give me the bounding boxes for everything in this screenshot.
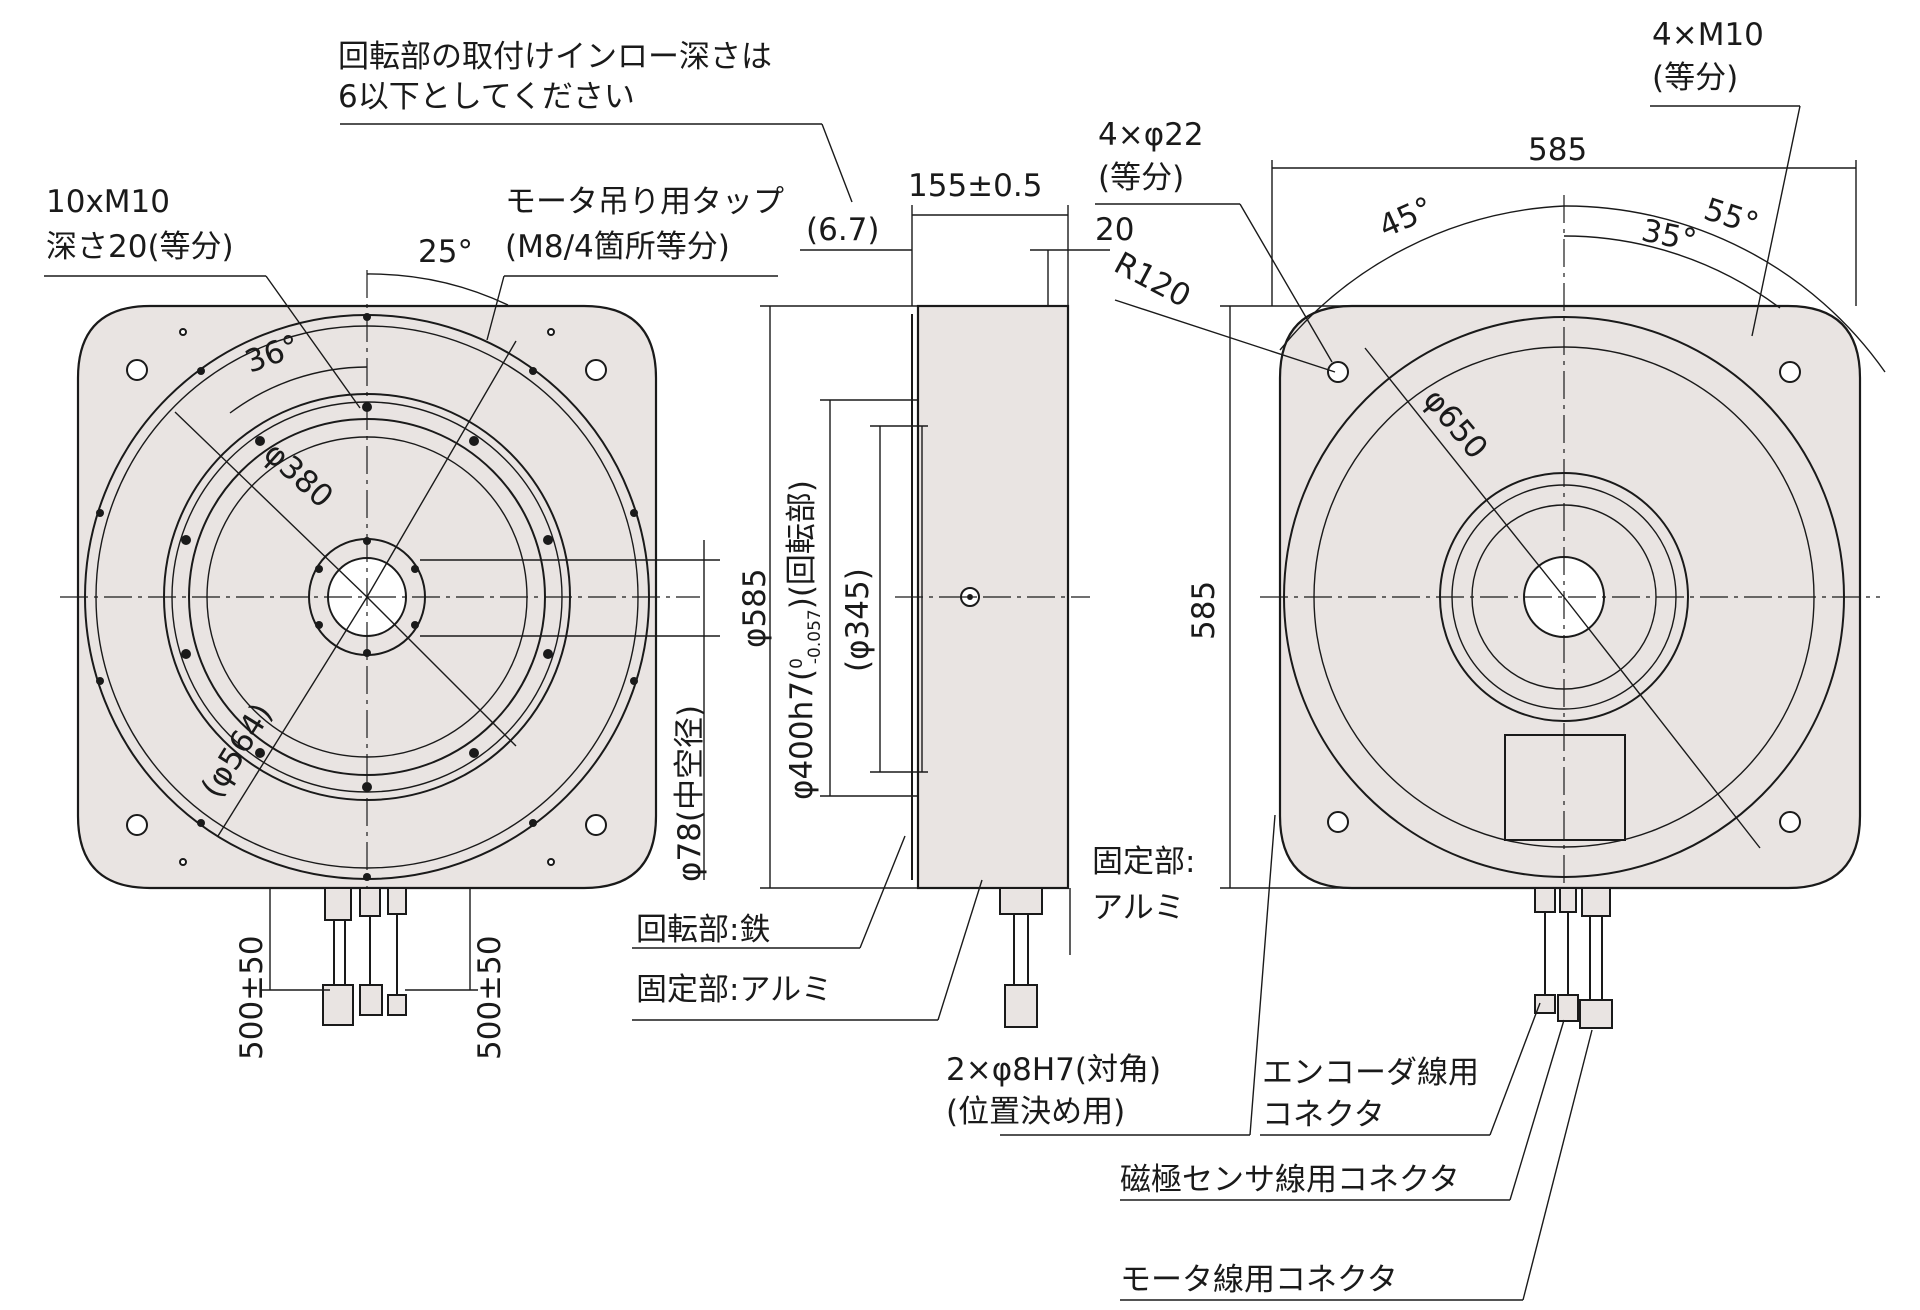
- dim-6-7: (6.7): [806, 212, 880, 248]
- front-view: [44, 270, 778, 1026]
- rear-view: [1000, 105, 1886, 1301]
- angle-25: 25°: [418, 234, 473, 270]
- inro-note-line1: 回転部の取付けインロー深さは: [338, 39, 772, 75]
- tap-note-line1: 10xM10: [46, 184, 170, 220]
- encoder-line1: エンコーダ線用: [1262, 1055, 1479, 1091]
- holes22-line1: 4×φ22: [1098, 117, 1204, 153]
- pin-note-line1: 2×φ8H7(対角): [946, 1052, 1161, 1088]
- dim-585-top: 585: [1528, 132, 1587, 168]
- inro-note-line2: 6以下としてください: [338, 79, 635, 115]
- dim-20: 20: [1095, 212, 1134, 248]
- lift-note-line2: (M8/4箇所等分): [505, 229, 730, 265]
- angle-35: 35°: [1638, 213, 1699, 260]
- cable-length-a: 500±50: [234, 935, 270, 1060]
- rot-material: 回転部:鉄: [636, 912, 770, 948]
- m10-line2: (等分): [1652, 60, 1738, 96]
- dia-345-vertical: (φ345): [840, 568, 876, 672]
- encoder-line2: コネクタ: [1262, 1097, 1385, 1133]
- tap-note-line2: 深さ20(等分): [46, 229, 234, 265]
- dia-585-vertical: φ585: [737, 568, 773, 648]
- radius-120: R120: [1108, 245, 1196, 315]
- cable-length-b: 500±50: [472, 935, 508, 1060]
- angle-55: 55°: [1700, 191, 1763, 242]
- dim-585-side: 585: [1186, 581, 1222, 640]
- fixed-material-2a: 固定部:: [1092, 844, 1195, 880]
- holes22-line2: (等分): [1098, 160, 1184, 196]
- dim-155: 155±0.5: [908, 168, 1042, 204]
- lift-note-line1: モータ吊り用タップ: [505, 184, 784, 220]
- dia-78-vertical: φ78(中空径): [672, 705, 708, 882]
- dia-400-vertical: φ400h7(0-0.057)(回転部): [784, 480, 825, 800]
- pin-note-line2: (位置決め用): [946, 1094, 1125, 1130]
- fixed-material-2b: アルミ: [1092, 890, 1185, 926]
- fixed-material-1: 固定部:アルミ: [636, 972, 832, 1008]
- motor-connector-label: モータ線用コネクタ: [1120, 1262, 1398, 1298]
- m10-line1: 4×M10: [1652, 17, 1764, 53]
- side-view: [340, 123, 1110, 1028]
- pole-sensor-label: 磁極センサ線用コネクタ: [1120, 1162, 1460, 1198]
